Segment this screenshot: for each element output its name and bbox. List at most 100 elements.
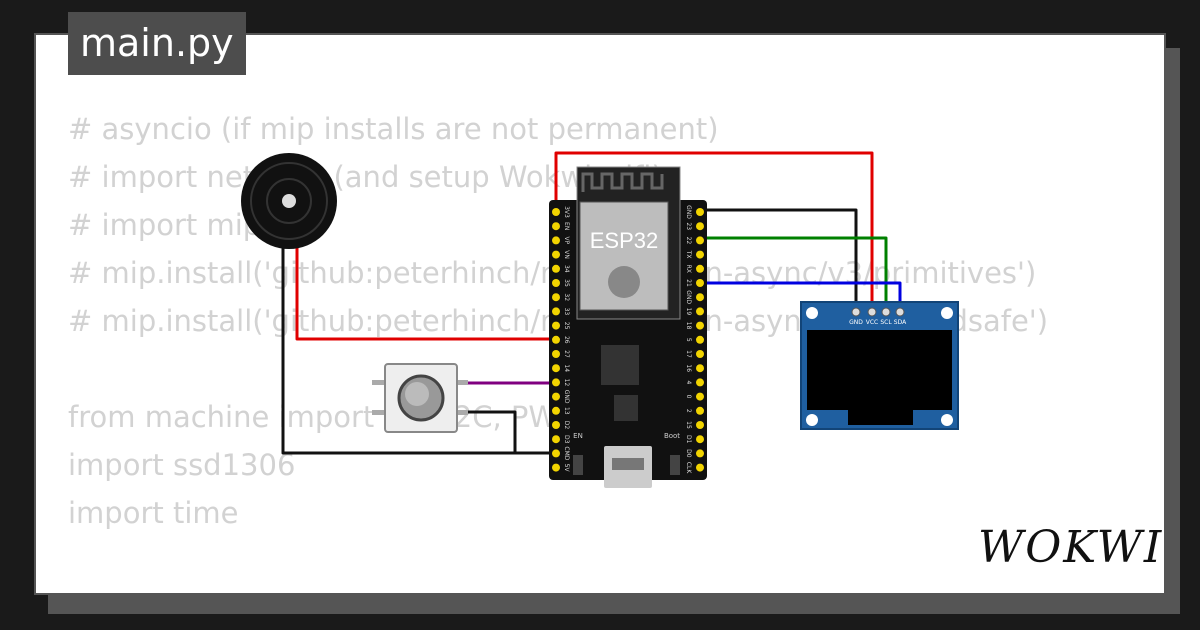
esp32-pin[interactable] xyxy=(696,279,704,287)
esp32-pin[interactable] xyxy=(696,335,704,344)
esp32-pin[interactable] xyxy=(552,307,560,316)
esp32-pin-label: D1 xyxy=(685,435,692,444)
esp32-pin[interactable] xyxy=(696,463,704,472)
push-button[interactable] xyxy=(372,363,468,433)
esp32-pin[interactable] xyxy=(552,264,560,273)
esp32-pin-label: CMD xyxy=(563,446,570,460)
oled-pin-label: SCL xyxy=(880,319,892,326)
esp32-pin-label: EN xyxy=(563,222,570,230)
esp32-pin[interactable] xyxy=(552,335,560,344)
esp32-pin[interactable] xyxy=(696,378,704,387)
esp32-pin-label: GND xyxy=(685,290,692,304)
wire-button-gnd[interactable] xyxy=(460,410,517,453)
esp32-pin-label: 0 xyxy=(685,395,692,399)
filename-tab[interactable]: main.py xyxy=(68,12,246,75)
esp32-pin[interactable] xyxy=(696,364,704,373)
esp32-pin[interactable] xyxy=(696,406,704,415)
esp32-pin[interactable] xyxy=(696,293,704,302)
esp32-pin[interactable] xyxy=(552,463,560,472)
oled-pin[interactable] xyxy=(881,307,891,317)
esp32-en-label: EN xyxy=(573,432,583,440)
oled-pin[interactable] xyxy=(867,307,877,317)
esp32-pin[interactable] xyxy=(696,350,704,358)
esp32-pin-label: 2 xyxy=(685,409,692,413)
esp32-pin-label: GND xyxy=(563,390,570,404)
wire-buzzer-gnd[interactable] xyxy=(281,240,556,455)
esp32-pin[interactable] xyxy=(552,321,560,330)
esp32-pin[interactable] xyxy=(696,264,704,273)
esp32-pin[interactable] xyxy=(552,406,560,415)
esp32-pin-label: D0 xyxy=(685,449,692,458)
esp32-pin[interactable] xyxy=(696,208,704,216)
esp32-pin[interactable] xyxy=(552,279,560,287)
esp32-left-pins: 3V3ENVPVN343532332526271412GND13D2D3CMD5… xyxy=(552,206,570,472)
oled-pin[interactable] xyxy=(895,307,905,317)
esp32-pin[interactable] xyxy=(552,293,560,302)
oled-pin-label: SDA xyxy=(894,319,907,326)
wire-gnd-gnd[interactable] xyxy=(700,208,858,312)
esp32-pin[interactable] xyxy=(552,421,560,429)
code-line: import ssd1306 xyxy=(68,448,296,482)
esp32-pin[interactable] xyxy=(552,435,560,444)
esp32-pin[interactable] xyxy=(552,364,560,373)
esp32-pin-label: 32 xyxy=(563,293,570,301)
esp32-pin-label: 25 xyxy=(563,322,570,330)
esp32-pin[interactable] xyxy=(696,392,704,401)
esp32-pin[interactable] xyxy=(696,421,704,429)
esp32-pin[interactable] xyxy=(552,449,560,458)
esp32-pin[interactable] xyxy=(696,222,704,231)
esp32-pin-label: 21 xyxy=(685,279,692,287)
esp32-pin-label: 23 xyxy=(685,222,692,230)
esp32-pin-label: 34 xyxy=(563,265,570,273)
buzzer[interactable] xyxy=(241,153,337,249)
esp32-pin[interactable] xyxy=(696,236,704,245)
esp32-pin[interactable] xyxy=(696,307,704,316)
esp32-pin-label: 17 xyxy=(685,350,692,358)
esp32-pin[interactable] xyxy=(696,321,704,330)
esp32-pin-label: 5V xyxy=(563,464,570,473)
wire-3v3-vcc[interactable] xyxy=(554,151,874,312)
esp32-pin[interactable] xyxy=(552,378,560,387)
esp32-pin[interactable] xyxy=(696,250,704,259)
esp32-pin-label: 4 xyxy=(685,380,692,384)
esp32-pin-label: 3V3 xyxy=(563,206,570,218)
esp32-pin-label: CLK xyxy=(685,462,692,475)
esp32-board[interactable]: ESP32 EN Boot 3V3ENVPVN34353233252627141… xyxy=(549,166,707,488)
oled-pin-label: GND xyxy=(849,319,863,326)
esp32-pin-label: 13 xyxy=(563,407,570,415)
esp32-pin-label: 19 xyxy=(685,308,692,316)
wire-22-scl[interactable] xyxy=(700,236,888,312)
esp32-pin[interactable] xyxy=(552,222,560,231)
esp32-pin[interactable] xyxy=(552,350,560,358)
esp32-pin-label: 18 xyxy=(685,322,692,330)
esp32-boot-label: Boot xyxy=(664,432,680,440)
wire-buzzer-26[interactable] xyxy=(295,240,556,341)
esp32-pin[interactable] xyxy=(696,435,704,444)
esp32-pin-label: GND xyxy=(685,205,692,219)
wokwi-logo: WOKWI xyxy=(978,522,1164,573)
oled-pin[interactable] xyxy=(851,307,861,317)
esp32-pin-label: 27 xyxy=(563,350,570,358)
esp32-pin-label: 26 xyxy=(563,336,570,344)
esp32-pin[interactable] xyxy=(552,236,560,245)
code-line: # ESP32 Pin assignment xyxy=(68,585,1048,593)
esp32-pin[interactable] xyxy=(552,208,560,216)
esp32-pin-label: VP xyxy=(563,237,570,245)
esp32-pin-label: 5 xyxy=(685,338,692,342)
esp32-pin-label: TX xyxy=(685,250,692,259)
esp32-pin-label: 22 xyxy=(685,237,692,245)
esp32-pin-label: 15 xyxy=(685,421,692,429)
esp32-pin-label: D3 xyxy=(563,435,570,444)
code-line: import time xyxy=(68,496,239,530)
oled-pin-label: VCC xyxy=(866,319,878,326)
esp32-pin-label: D2 xyxy=(563,421,570,430)
esp32-pin-label: 14 xyxy=(563,364,570,372)
esp32-pin[interactable] xyxy=(696,449,704,458)
esp32-pin[interactable] xyxy=(552,250,560,259)
esp32-pin-label: 35 xyxy=(563,279,570,287)
esp32-pin-label: RX xyxy=(685,265,692,273)
esp32-pin[interactable] xyxy=(552,392,560,401)
